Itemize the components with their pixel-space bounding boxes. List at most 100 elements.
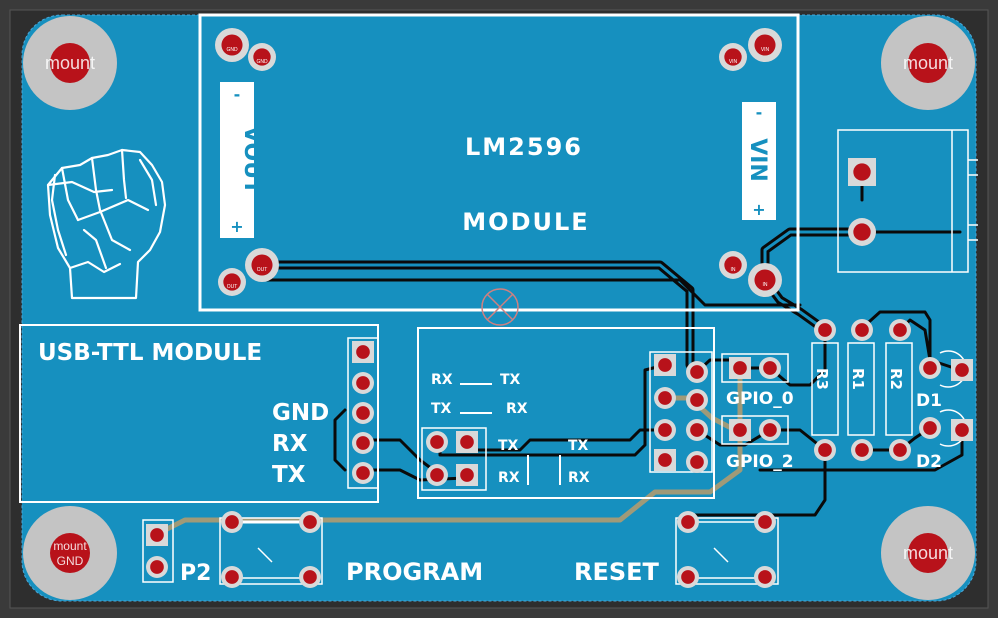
resistor-r1-label: R1	[849, 368, 867, 390]
reset-button-label: RESET	[574, 558, 660, 586]
round-pad	[754, 511, 776, 533]
lm2596-subtitle: MODULE	[462, 208, 589, 236]
usb-header-outline	[347, 337, 379, 489]
uart-label-tx-2: TX	[431, 401, 452, 417]
resistor-r2-outline	[885, 342, 913, 436]
square-pad	[848, 158, 876, 186]
round-pad	[889, 439, 911, 461]
pad-label: GND	[226, 47, 238, 53]
round-pad	[754, 566, 776, 588]
mount-label: mount	[903, 53, 953, 73]
mount-label: mount	[53, 539, 87, 553]
esp-module-outline	[417, 327, 715, 499]
round-pad	[299, 566, 321, 588]
p2-connector-outline	[142, 519, 174, 583]
round-pad: IN	[719, 251, 747, 279]
round-pad	[221, 566, 243, 588]
mount-hole: mount	[881, 506, 975, 600]
vout-minus: -	[234, 85, 241, 104]
resistor-r2-label: R2	[887, 368, 905, 390]
usb-ttl-module: USB-TTL MODULE GND RX TX	[19, 324, 379, 503]
fist-logo-icon	[46, 148, 167, 300]
round-pad	[426, 431, 448, 453]
uart-label-tx-1: TX	[500, 372, 521, 388]
uart-label-rx-2: RX	[506, 401, 528, 417]
usb-ttl-pin-rx: RX	[272, 431, 308, 457]
round-pad	[352, 462, 374, 484]
usb-ttl-pin-tx: TX	[272, 462, 306, 488]
usb-ttl-title: USB-TTL MODULE	[38, 340, 262, 366]
uart-label-rx-4: RX	[568, 470, 590, 486]
round-pad	[299, 511, 321, 533]
mount-gnd-label: GND	[57, 554, 84, 568]
round-pad	[919, 417, 941, 439]
round-pad	[654, 419, 676, 441]
uart-label-rx-3: RX	[498, 470, 520, 486]
round-pad: VIN	[748, 28, 782, 62]
round-pad	[686, 451, 708, 473]
round-pad	[677, 511, 699, 533]
square-pad	[729, 357, 751, 379]
pad-label: VIN	[761, 47, 770, 53]
round-pad	[352, 402, 374, 424]
square-pad	[654, 449, 676, 471]
round-pad	[686, 419, 708, 441]
round-pad	[851, 319, 873, 341]
square-pad	[456, 431, 478, 453]
pad-label: IN	[731, 267, 736, 273]
vin-label-box	[742, 102, 776, 220]
vin-minus: -	[756, 103, 763, 122]
square-pad	[352, 341, 374, 363]
uart-label-tx-4: TX	[568, 438, 589, 454]
resistor-r3-label: R3	[813, 368, 831, 390]
gpio0-outline	[721, 353, 789, 383]
round-pad	[426, 464, 448, 486]
pad-label: GND	[256, 59, 268, 65]
gpio2-outline	[721, 415, 789, 445]
vin-label: VIN	[745, 138, 770, 182]
program-button-label: PROGRAM	[346, 558, 483, 586]
round-pad	[686, 361, 708, 383]
square-pad	[951, 419, 973, 441]
led-d2-label: D2	[916, 452, 942, 472]
round-pad: GND	[248, 43, 276, 71]
round-pad	[919, 357, 941, 379]
round-pad	[889, 319, 911, 341]
square-pad	[146, 524, 168, 546]
round-pad	[221, 511, 243, 533]
uart-label-tx-3: TX	[498, 438, 519, 454]
vout-label: VOUT	[239, 126, 264, 194]
square-pad	[951, 359, 973, 381]
round-pad	[146, 556, 168, 578]
lm2596-module: - VOUT + - VIN + LM2596 MODULE	[198, 13, 800, 312]
round-pad	[848, 218, 876, 246]
round-pad: OUT	[218, 268, 246, 296]
vout-label-box	[220, 82, 254, 238]
lm2596-outline	[198, 13, 800, 312]
round-pad	[814, 319, 836, 341]
round-pad	[814, 439, 836, 461]
round-pad: GND	[215, 28, 249, 62]
program-switch-outline	[219, 517, 323, 585]
resistor-r3-outline	[811, 342, 839, 436]
round-pad	[352, 432, 374, 454]
resistor-r1-outline	[847, 342, 875, 436]
round-pad	[759, 357, 781, 379]
vout-plus: +	[230, 217, 243, 236]
esp-header-outline	[649, 351, 713, 473]
mount-label: mount	[45, 53, 95, 73]
round-pad	[851, 439, 873, 461]
led-d1-label: D1	[916, 391, 942, 411]
gpio0-label: GPIO_0	[726, 389, 794, 409]
terminal-block	[837, 129, 978, 273]
mount-hole: mount	[881, 16, 975, 110]
round-pad: IN	[748, 263, 782, 297]
pad-label: IN	[763, 282, 768, 288]
mount-label: mount	[903, 543, 953, 563]
uart-label-rx-1: RX	[431, 372, 453, 388]
pad-label: VIN	[729, 59, 738, 65]
